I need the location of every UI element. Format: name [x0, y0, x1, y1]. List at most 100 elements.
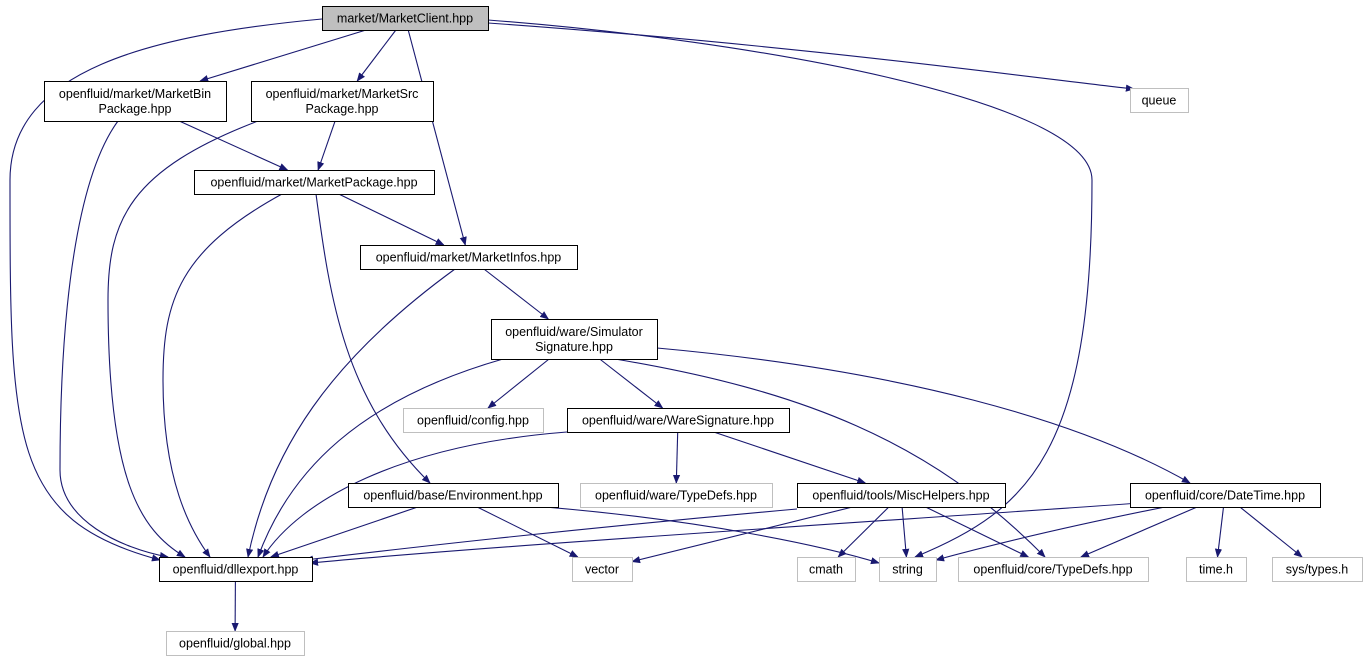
node-dllexport[interactable]: openfluid/dllexport.hpp [159, 557, 313, 582]
edge-root-to-srcpkg [356, 29, 397, 82]
edge-srcpkg-to-pkg [317, 120, 336, 171]
node-box-srcpkg [251, 81, 434, 122]
edge-pkg-to-infos [338, 193, 445, 246]
node-label-simsig-line-1: Signature.hpp [535, 340, 613, 354]
edge-datetime-to-string [935, 506, 1166, 562]
node-coretypedefs: openfluid/core/TypeDefs.hpp [958, 557, 1149, 582]
node-infos[interactable]: openfluid/market/MarketInfos.hpp [360, 245, 578, 270]
edge-mischelpers-to-cmath [837, 506, 890, 558]
node-box-dllexport [159, 557, 313, 582]
edge-env-to-vector [476, 506, 579, 558]
edge-infos-to-dllexport [246, 268, 456, 558]
node-label-queue-line-0: queue [1142, 94, 1177, 108]
node-label-root-line-0: market/MarketClient.hpp [337, 12, 473, 26]
edge-pkg-to-dllexport [162, 193, 283, 558]
node-label-pkg-line-0: openfluid/market/MarketPackage.hpp [210, 176, 417, 190]
node-box-systypes [1272, 557, 1363, 582]
edge-waresig-to-mischelpers [713, 431, 867, 484]
node-label-infos-line-0: openfluid/market/MarketInfos.hpp [376, 251, 562, 265]
edge-simsig-to-config [487, 358, 550, 409]
node-label-datetime-line-0: openfluid/core/DateTime.hpp [1145, 489, 1305, 503]
node-box-binpkg [44, 81, 227, 122]
edge-binpkg-to-dllexport [59, 120, 169, 560]
edge-env-to-dllexport [269, 506, 418, 558]
node-label-waresig-line-0: openfluid/ware/WareSignature.hpp [582, 414, 774, 428]
edge-datetime-to-timeh [1214, 506, 1225, 558]
node-label-srcpkg-line-1: Package.hpp [306, 102, 379, 116]
node-waretypedefs: openfluid/ware/TypeDefs.hpp [580, 483, 773, 508]
node-box-env [348, 483, 559, 508]
node-label-cmath-line-0: cmath [809, 563, 843, 577]
nodes-layer: market/MarketClient.hpp openfluid/market/… [44, 6, 1363, 656]
edge-infos-to-simsig [483, 268, 550, 320]
node-box-pkg [194, 170, 435, 195]
edge-mischelpers-to-vector [631, 506, 853, 564]
edge-root-to-binpkg [199, 29, 367, 83]
edge-mischelpers-to-string [901, 506, 910, 558]
edge-pkg-to-env [315, 193, 431, 484]
edge-env-to-string [544, 506, 880, 565]
node-box-mischelpers [797, 483, 1006, 508]
node-label-systypes-line-0: sys/types.h [1286, 563, 1349, 577]
node-label-simsig-line-0: openfluid/ware/Simulator [505, 325, 643, 339]
node-box-vector [572, 557, 633, 582]
node-label-vector-line-0: vector [585, 563, 619, 577]
edge-simsig-to-dllexport [257, 358, 504, 558]
edge-srcpkg-to-dllexport [107, 120, 259, 558]
node-env[interactable]: openfluid/base/Environment.hpp [348, 483, 559, 508]
node-label-waretypedefs-line-0: openfluid/ware/TypeDefs.hpp [595, 489, 757, 503]
edge-root-to-queue [487, 22, 1135, 92]
node-waresig[interactable]: openfluid/ware/WareSignature.hpp [567, 408, 790, 433]
edge-datetime-to-coretypedefs [1080, 506, 1198, 558]
node-label-coretypedefs-line-0: openfluid/core/TypeDefs.hpp [973, 563, 1132, 577]
node-string: string [879, 557, 937, 582]
node-box-queue [1130, 88, 1189, 113]
node-label-binpkg-line-0: openfluid/market/MarketBin [59, 87, 211, 101]
node-box-simsig [491, 319, 658, 360]
node-label-mischelpers-line-0: openfluid/tools/MiscHelpers.hpp [812, 489, 989, 503]
node-label-config-line-0: openfluid/config.hpp [417, 414, 529, 428]
node-box-infos [360, 245, 578, 270]
node-pkg[interactable]: openfluid/market/MarketPackage.hpp [194, 170, 435, 195]
node-label-dllexport-line-0: openfluid/dllexport.hpp [173, 563, 299, 577]
edge-simsig-to-datetime [656, 347, 1191, 484]
node-label-global-line-0: openfluid/global.hpp [179, 637, 291, 651]
node-config: openfluid/config.hpp [403, 408, 544, 433]
node-box-config [403, 408, 544, 433]
node-root[interactable]: market/MarketClient.hpp [322, 6, 489, 31]
node-label-env-line-0: openfluid/base/Environment.hpp [363, 489, 542, 503]
edge-waresig-to-dllexport [262, 431, 568, 558]
edge-simsig-to-waresig [599, 358, 664, 409]
node-box-string [879, 557, 937, 582]
node-cmath: cmath [797, 557, 856, 582]
node-systypes: sys/types.h [1272, 557, 1363, 582]
node-global: openfluid/global.hpp [166, 631, 305, 656]
node-box-coretypedefs [958, 557, 1149, 582]
edge-datetime-to-systypes [1239, 506, 1303, 558]
node-datetime[interactable]: openfluid/core/DateTime.hpp [1130, 483, 1321, 508]
node-box-cmath [797, 557, 856, 582]
node-box-waretypedefs [580, 483, 773, 508]
edge-binpkg-to-pkg [178, 120, 289, 171]
edges-layer [9, 18, 1303, 632]
node-box-timeh [1186, 557, 1247, 582]
node-label-srcpkg-line-0: openfluid/market/MarketSrc [266, 87, 419, 101]
node-box-root [322, 6, 489, 31]
edge-simsig-to-coretypedefs [614, 358, 1046, 558]
node-mischelpers[interactable]: openfluid/tools/MiscHelpers.hpp [797, 483, 1006, 508]
edge-root-to-string [487, 19, 1093, 558]
node-label-binpkg-line-1: Package.hpp [99, 102, 172, 116]
node-vector: vector [572, 557, 633, 582]
node-box-datetime [1130, 483, 1321, 508]
node-label-timeh-line-0: time.h [1199, 563, 1233, 577]
node-box-waresig [567, 408, 790, 433]
edge-datetime-to-dllexport [309, 502, 1141, 566]
edge-root-to-infos [407, 29, 467, 246]
edge-mischelpers-to-dllexport [304, 508, 798, 563]
node-timeh: time.h [1186, 557, 1247, 582]
edge-waresig-to-waretypedefs [672, 431, 681, 484]
